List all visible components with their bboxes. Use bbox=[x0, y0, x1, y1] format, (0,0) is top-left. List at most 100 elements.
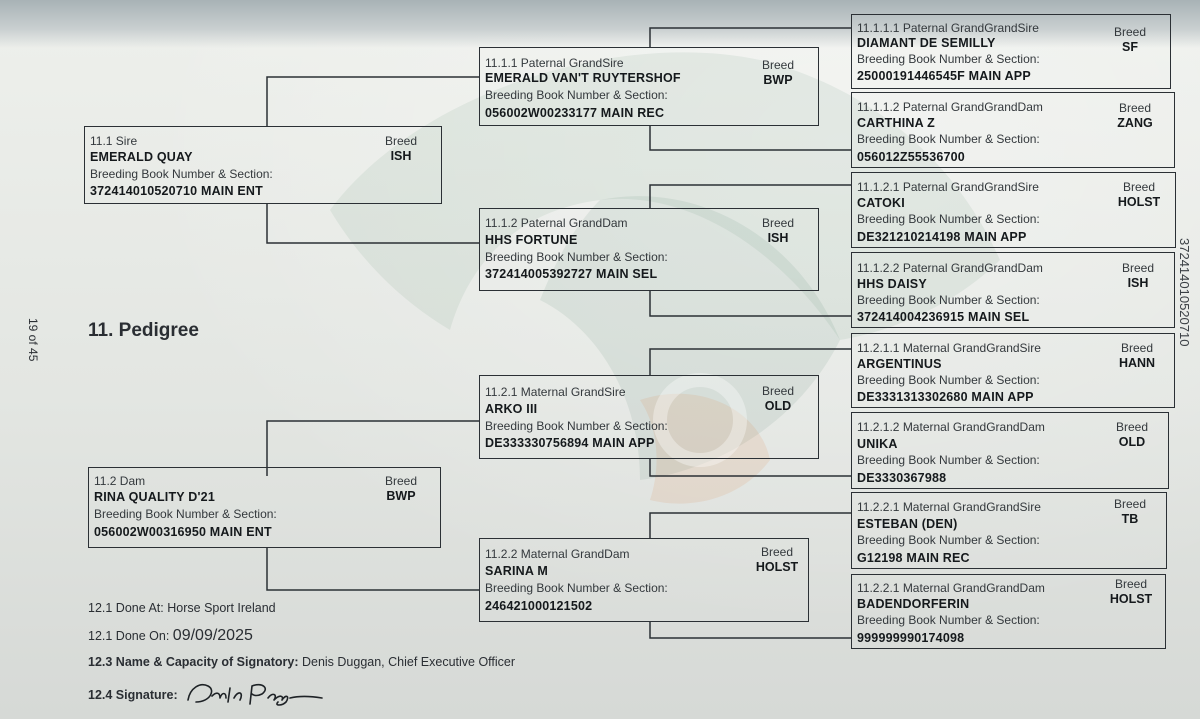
ggp-box-2: 11.1.1.2 Paternal GrandGrandDam CARTHINA… bbox=[851, 92, 1175, 168]
breed-value: TB bbox=[1121, 512, 1139, 526]
ggp-breed: Breed OLD bbox=[1097, 421, 1167, 449]
ggp-book-number: 999999990174098 bbox=[857, 631, 965, 645]
breed-label: Breed bbox=[1113, 497, 1147, 511]
ggp-book-number: 25000191446545F MAIN APP bbox=[857, 69, 1031, 83]
ggp-breed: Breed SF bbox=[1095, 26, 1165, 54]
gp-book-label: Breeding Book Number & Section: bbox=[485, 581, 668, 595]
breed-label: Breed bbox=[760, 545, 794, 559]
gp-name: EMERALD VAN'T RUYTERSHOF bbox=[485, 71, 681, 85]
gp-breed: Breed ISH bbox=[743, 217, 813, 245]
breed-value: OLD bbox=[1118, 435, 1146, 449]
ggp-book-number: 056012Z55536700 bbox=[857, 150, 965, 164]
ggp-book-number: G12198 MAIN REC bbox=[857, 551, 970, 565]
ggp-box-1: 11.1.1.1 Paternal GrandGrandSire DIAMANT… bbox=[851, 14, 1171, 89]
ggp-book-label: Breeding Book Number & Section: bbox=[857, 293, 1040, 307]
breed-label: Breed bbox=[1118, 101, 1152, 115]
ggp-name: DIAMANT DE SEMILLY bbox=[857, 36, 996, 50]
breed-value: ZANG bbox=[1117, 116, 1153, 130]
ggp-breed: Breed ZANG bbox=[1100, 102, 1170, 130]
gp-role: 11.2.1 Maternal GrandSire bbox=[485, 385, 626, 399]
breed-value: HANN bbox=[1118, 356, 1156, 370]
ggp-name: ESTEBAN (DEN) bbox=[857, 517, 958, 531]
handwritten-signature-icon bbox=[187, 683, 323, 706]
ggp-name: ARGENTINUS bbox=[857, 357, 942, 371]
gp-book-number: 372414005392727 MAIN SEL bbox=[485, 267, 658, 281]
paternal-grandsire-box: 11.1.1 Paternal GrandSire EMERALD VAN'T … bbox=[479, 47, 819, 126]
gp-book-label: Breeding Book Number & Section: bbox=[485, 419, 668, 433]
gp-role: 11.1.1 Paternal GrandSire bbox=[485, 56, 624, 70]
gp-book-number: 246421000121502 bbox=[485, 599, 593, 613]
breed-value: BWP bbox=[386, 489, 416, 503]
ggp-box-6: 11.2.1.2 Maternal GrandGrandDam UNIKA Br… bbox=[851, 412, 1169, 489]
breed-value: BWP bbox=[763, 73, 793, 87]
ggp-name: CARTHINA Z bbox=[857, 116, 935, 130]
breed-value: HOLST bbox=[1109, 592, 1153, 606]
signatory-label: 12.3 Name & Capacity of Signatory: bbox=[88, 655, 299, 669]
ggp-breed: Breed HANN bbox=[1102, 342, 1172, 370]
ggp-breed: Breed ISH bbox=[1103, 262, 1173, 290]
breed-label: Breed bbox=[761, 384, 795, 398]
done-at-value: Horse Sport Ireland bbox=[167, 601, 276, 615]
ggp-role: 11.1.1.2 Paternal GrandGrandDam bbox=[857, 100, 1043, 114]
dam-book-label: Breeding Book Number & Section: bbox=[94, 507, 277, 521]
breed-label: Breed bbox=[384, 134, 418, 148]
sire-book-number: 372414010520710 MAIN ENT bbox=[90, 184, 263, 198]
breed-value: ISH bbox=[390, 149, 412, 163]
gp-role: 11.1.2 Paternal GrandDam bbox=[485, 216, 628, 230]
gp-breed: Breed OLD bbox=[743, 385, 813, 413]
sire-name: EMERALD QUAY bbox=[90, 150, 193, 164]
breed-value: OLD bbox=[764, 399, 792, 413]
section-title: 11. Pedigree bbox=[88, 320, 199, 341]
done-at-line: 12.1 Done At: Horse Sport Ireland bbox=[88, 601, 276, 615]
ggp-book-number: DE3331313302680 MAIN APP bbox=[857, 390, 1034, 404]
dam-book-number: 056002W00316950 MAIN ENT bbox=[94, 525, 272, 539]
edge-registration-number: 372414010520710 bbox=[1177, 238, 1192, 347]
gp-book-number: 056002W00233177 MAIN REC bbox=[485, 106, 665, 120]
breed-value: ISH bbox=[1127, 276, 1149, 290]
ggp-role: 11.1.2.2 Paternal GrandGrandDam bbox=[857, 261, 1043, 275]
ggp-book-number: DE321210214198 MAIN APP bbox=[857, 230, 1027, 244]
signature-label: 12.4 Signature: bbox=[88, 688, 178, 702]
paternal-granddam-box: 11.1.2 Paternal GrandDam HHS FORTUNE Bre… bbox=[479, 208, 819, 291]
maternal-granddam-box: 11.2.2 Maternal GrandDam SARINA M Breedi… bbox=[479, 538, 809, 622]
ggp-role: 11.1.1.1 Paternal GrandGrandSire bbox=[857, 21, 1039, 35]
gp-book-number: DE333330756894 MAIN APP bbox=[485, 436, 655, 450]
gp-name: SARINA M bbox=[485, 564, 548, 578]
ggp-role: 11.2.1.1 Maternal GrandGrandSire bbox=[857, 341, 1041, 355]
ggp-role: 11.2.2.1 Maternal GrandGrandSire bbox=[857, 500, 1041, 514]
ggp-role: 11.2.1.2 Maternal GrandGrandDam bbox=[857, 420, 1045, 434]
sire-role: 11.1 Sire bbox=[90, 134, 138, 148]
signatory-value: Denis Duggan, Chief Executive Officer bbox=[301, 655, 516, 669]
ggp-name: BADENDORFERIN bbox=[857, 597, 970, 611]
ggp-book-label: Breeding Book Number & Section: bbox=[857, 52, 1040, 66]
sire-book-label: Breeding Book Number & Section: bbox=[90, 167, 273, 181]
ggp-box-4: 11.1.2.2 Paternal GrandGrandDam HHS DAIS… bbox=[851, 252, 1175, 328]
breed-value: HOLST bbox=[1117, 195, 1161, 209]
ggp-book-label: Breeding Book Number & Section: bbox=[857, 613, 1040, 627]
gp-book-label: Breeding Book Number & Section: bbox=[485, 250, 668, 264]
gp-breed: Breed BWP bbox=[743, 59, 813, 87]
ggp-breed: Breed HOLST bbox=[1096, 578, 1166, 606]
maternal-grandsire-box: 11.2.1 Maternal GrandSire ARKO III Breed… bbox=[479, 375, 819, 459]
ggp-box-3: 11.1.2.1 Paternal GrandGrandSire CATOKI … bbox=[851, 172, 1176, 248]
ggp-name: UNIKA bbox=[857, 437, 898, 451]
ggp-box-5: 11.2.1.1 Maternal GrandGrandSire ARGENTI… bbox=[851, 333, 1175, 408]
breed-value: SF bbox=[1122, 40, 1138, 54]
breed-label: Breed bbox=[1122, 180, 1156, 194]
ggp-book-label: Breeding Book Number & Section: bbox=[857, 453, 1040, 467]
sire-box: 11.1 Sire EMERALD QUAY Breeding Book Num… bbox=[84, 126, 442, 204]
ggp-role: 11.2.2.1 Maternal GrandGrandDam bbox=[857, 581, 1045, 595]
breed-label: Breed bbox=[1114, 577, 1148, 591]
ggp-breed: Breed TB bbox=[1095, 498, 1165, 526]
breed-label: Breed bbox=[761, 58, 795, 72]
ggp-book-number: 372414004236915 MAIN SEL bbox=[857, 310, 1030, 324]
ggp-book-label: Breeding Book Number & Section: bbox=[857, 132, 1040, 146]
breed-label: Breed bbox=[384, 474, 418, 488]
gp-name: HHS FORTUNE bbox=[485, 233, 578, 247]
ggp-box-8: 11.2.2.1 Maternal GrandGrandDam BADENDOR… bbox=[851, 574, 1166, 649]
page-edge-shadow bbox=[0, 0, 1200, 48]
gp-breed: Breed HOLST bbox=[742, 546, 812, 574]
ggp-box-7: 11.2.2.1 Maternal GrandGrandSire ESTEBAN… bbox=[851, 492, 1167, 569]
